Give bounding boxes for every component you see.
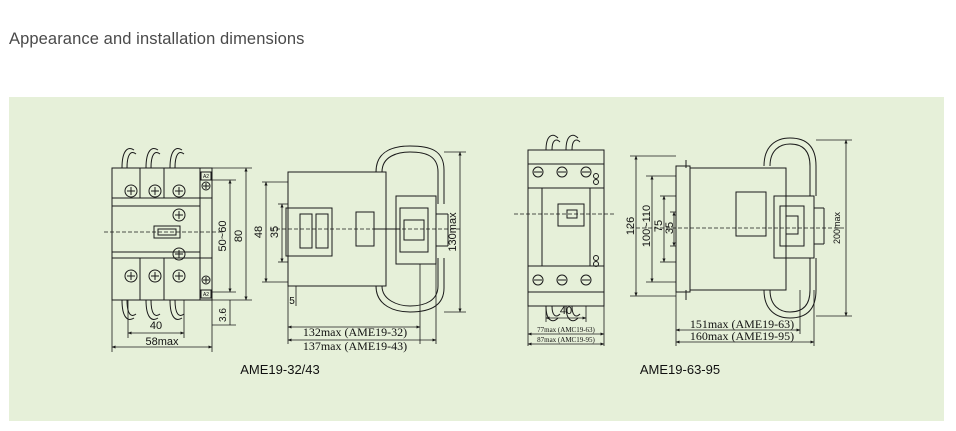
dim-left-80: 80 <box>233 230 245 242</box>
dim-right-200max: 200max <box>832 211 842 244</box>
dim-right-160max: 160max (AME19-95) <box>690 329 794 343</box>
dim-left-137max: 137max (AME19-43) <box>303 339 407 353</box>
dim-right-35: 35 <box>664 222 676 234</box>
left-front-view <box>111 148 213 320</box>
dim-left-132max: 132max (AME19-32) <box>303 325 407 339</box>
model-label-right: AME19-63-95 <box>640 362 720 377</box>
right-side-view <box>675 137 825 319</box>
dim-right-151max: 151max (AME19-63) <box>690 317 794 331</box>
dim-left-5: 5 <box>289 296 295 307</box>
dim-right-126: 126 <box>625 217 637 235</box>
diagram-panel <box>9 97 944 421</box>
dim-left-35: 35 <box>269 226 281 238</box>
left-side-view <box>285 145 449 313</box>
dim-right-width-40: 40 <box>560 305 572 317</box>
right-front-view <box>527 134 605 322</box>
model-label-left: AME19-32/43 <box>240 362 320 377</box>
dim-left-3-6: 3.6 <box>218 308 229 322</box>
page-title: Appearance and installation dimensions <box>9 30 305 48</box>
dim-right-87max: 87max (AMC19-95) <box>537 336 595 344</box>
dim-left-width-58max: 58max <box>145 336 179 348</box>
terminal-a2-top: A2 <box>203 174 209 180</box>
dim-left-130max: 130max <box>447 212 459 252</box>
dim-left-50-60: 50~60 <box>217 221 229 252</box>
terminal-a2-bottom: A2 <box>203 292 209 298</box>
dim-left-48: 48 <box>253 226 265 238</box>
dim-right-100-110: 100~110 <box>641 205 653 247</box>
dim-right-75: 75 <box>653 220 665 232</box>
dim-right-77max: 77max (AMC19-63) <box>537 326 595 334</box>
dim-left-width-40: 40 <box>150 320 162 332</box>
